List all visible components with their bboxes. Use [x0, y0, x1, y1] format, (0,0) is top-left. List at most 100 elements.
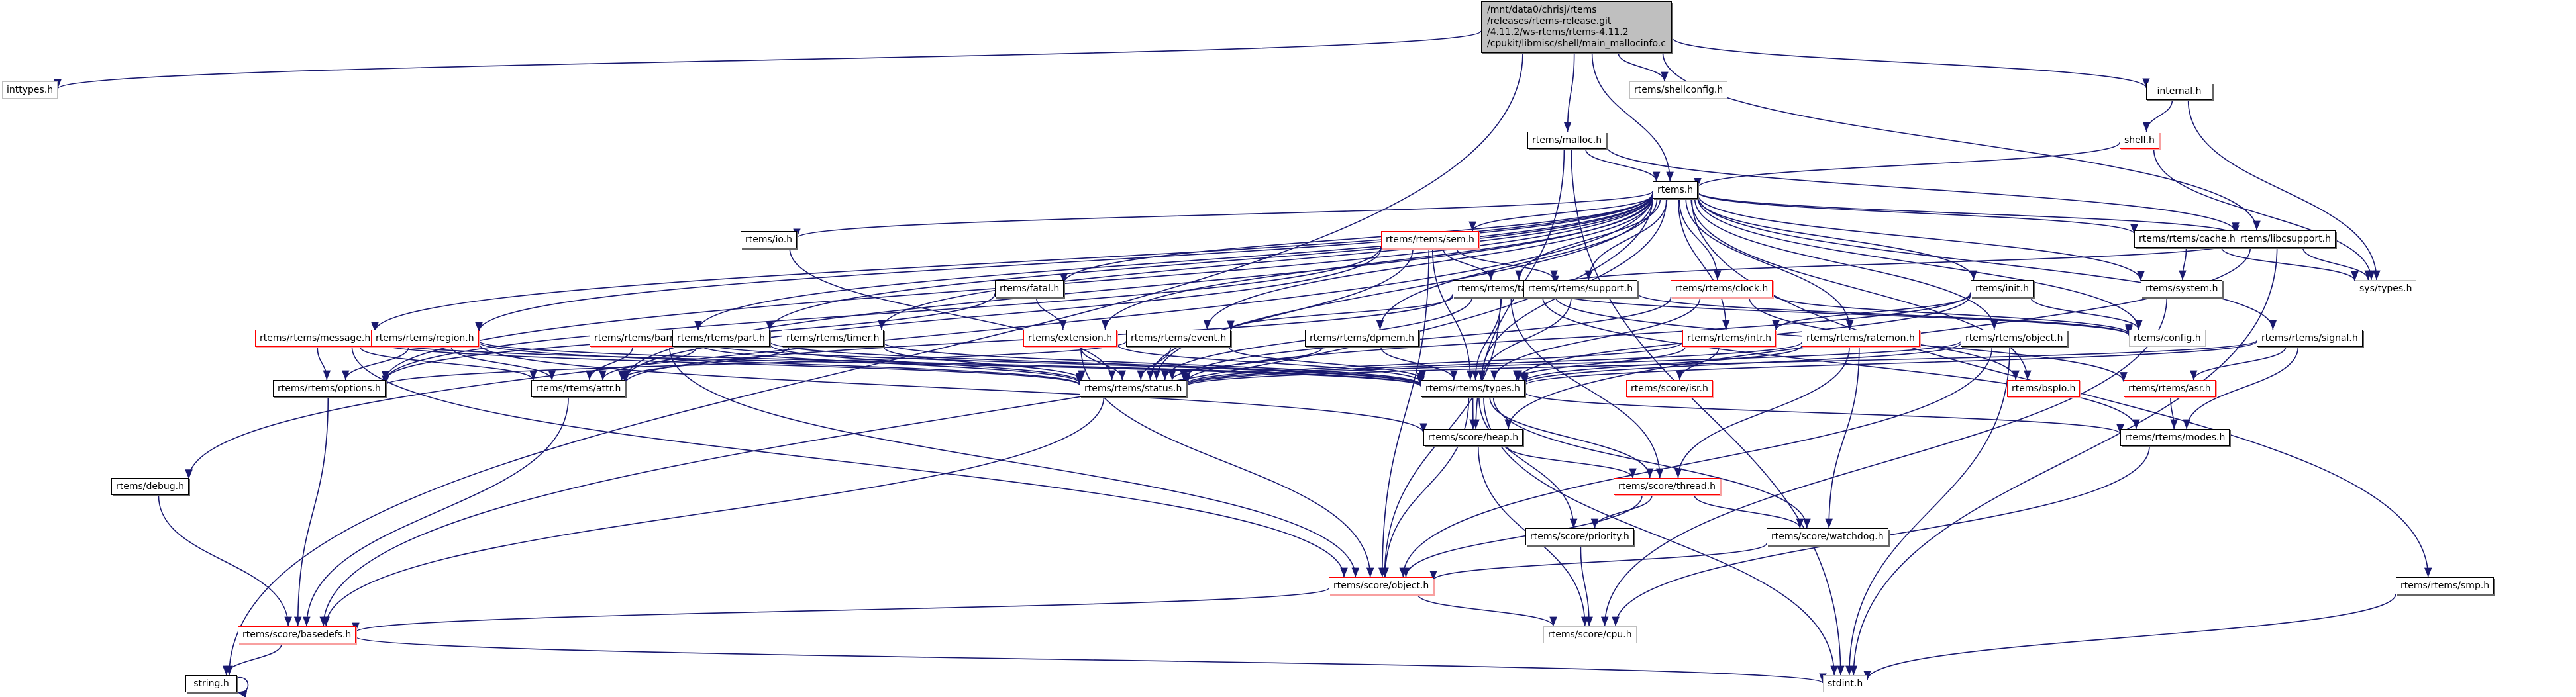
header-node-shell[interactable]: shell.h [2120, 132, 2159, 149]
header-node-intr[interactable]: rtems/rtems/intr.h [1682, 330, 1777, 347]
edge-thread-to-watchdog [1694, 494, 1804, 529]
header-node-cache[interactable]: rtems/rtems/cache.h [2134, 230, 2240, 248]
edge-thread-to-scoreobject [1402, 494, 1643, 578]
header-node-sem[interactable]: rtems/rtems/sem.h [1381, 231, 1479, 248]
header-node-internal[interactable]: internal.h [2146, 83, 2212, 100]
edge-ratemon-to-watchdog [1825, 346, 1860, 529]
edge-sem-to-scoreobject [1378, 248, 1429, 578]
header-node-label: rtems/rtems/modes.h [2125, 432, 2226, 443]
header-node-timer[interactable]: rtems/rtems/timer.h [782, 330, 884, 347]
header-node-string[interactable]: string.h [185, 675, 237, 692]
edge-barrier-to-scoreobject [668, 346, 1359, 578]
header-node-dpmem[interactable]: rtems/rtems/dpmem.h [1305, 330, 1419, 347]
header-node-message[interactable]: rtems/rtems/message.h [255, 330, 376, 347]
header-node-ratemon[interactable]: rtems/rtems/ratemon.h [1802, 330, 1920, 347]
edge-rtems-to-timer [878, 193, 1653, 330]
header-node-stdint[interactable]: stdint.h [1823, 675, 1868, 692]
edge-asr-to-modes [2170, 396, 2178, 430]
edge-debug-to-basedefs [158, 494, 292, 627]
header-node-label: rtems/score/isr.h [1631, 383, 1708, 394]
edge-priority-to-cpu [1580, 545, 1593, 627]
header-node-smp[interactable]: rtems/rtems/smp.h [2396, 577, 2495, 594]
edge-part-to-types [769, 341, 1425, 386]
header-node-label: rtems/rtems/intr.h [1687, 333, 1772, 344]
header-node-options[interactable]: rtems/rtems/options.h [273, 380, 386, 397]
header-node-io[interactable]: rtems/io.h [741, 231, 798, 248]
edge-internal-to-shell [2142, 99, 2173, 132]
edge-io-to-status [789, 248, 1116, 381]
header-node-event[interactable]: rtems/rtems/event.h [1126, 330, 1231, 347]
header-node-scoreobject[interactable]: rtems/score/object.h [1329, 577, 1434, 594]
header-node-status[interactable]: rtems/rtems/status.h [1080, 380, 1187, 397]
edge-rtems-to-init [1697, 197, 1978, 281]
edge-sem-to-support [1456, 248, 1558, 281]
header-node-label: rtems/score/basedefs.h [242, 629, 352, 640]
edge-malloc-to-stdint [1571, 148, 1845, 676]
edge-object-to-scoreobject [1399, 346, 1993, 578]
header-node-label: rtems/rtems/signal.h [2261, 333, 2358, 344]
edge-thread-to-priority [1590, 494, 1653, 529]
header-node-cpu[interactable]: rtems/score/cpu.h [1543, 626, 1637, 643]
header-node-extension[interactable]: rtems/extension.h [1023, 330, 1117, 347]
header-node-basedefs[interactable]: rtems/score/basedefs.h [238, 626, 356, 643]
header-node-asr[interactable]: rtems/rtems/asr.h [2124, 380, 2216, 397]
header-node-modes[interactable]: rtems/rtems/modes.h [2120, 429, 2230, 446]
header-node-label: rtems/rtems/message.h [260, 333, 371, 344]
header-node-label: rtems/rtems/part.h [677, 333, 766, 344]
edge-cache-to-systypes [2221, 247, 2359, 281]
header-node-label: rtems/score/object.h [1333, 581, 1429, 591]
header-node-init[interactable]: rtems/init.h [1971, 280, 2034, 297]
header-node-config[interactable]: rtems/config.h [2129, 330, 2206, 347]
edge-signal-to-types [1521, 341, 2257, 386]
header-node-isr[interactable]: rtems/score/isr.h [1626, 380, 1713, 397]
header-node-watchdog[interactable]: rtems/score/watchdog.h [1767, 528, 1888, 545]
header-node-debug[interactable]: rtems/debug.h [111, 478, 189, 495]
header-node-support[interactable]: rtems/rtems/support.h [1523, 280, 1638, 297]
header-node-signal[interactable]: rtems/rtems/signal.h [2257, 330, 2363, 347]
edge-region-to-options [342, 346, 409, 381]
header-node-priority[interactable]: rtems/score/priority.h [1525, 528, 1634, 545]
edge-event-to-types [1228, 346, 1427, 381]
edge-malloc-to-libcsupport [1606, 146, 2240, 232]
header-node-system[interactable]: rtems/system.h [2141, 280, 2223, 297]
header-node-inttypes[interactable]: inttypes.h [2, 81, 58, 99]
header-node-rtems[interactable]: rtems.h [1653, 181, 1698, 199]
header-node-label: rtems/bspIo.h [2012, 383, 2076, 394]
header-node-types[interactable]: rtems/rtems/types.h [1421, 380, 1525, 397]
header-node-label: rtems/extension.h [1028, 333, 1113, 344]
edge-basedefs-to-stdint [355, 636, 1826, 684]
header-node-attr[interactable]: rtems/rtems/attr.h [531, 380, 626, 397]
header-node-label: rtems/rtems/barrier.h [594, 333, 694, 344]
edge-timer-to-types [883, 342, 1425, 385]
edge-part-to-attr [599, 346, 697, 381]
header-node-heap[interactable]: rtems/score/heap.h [1423, 429, 1523, 446]
edge-timer-to-status [883, 346, 1086, 381]
edge-rtems-to-io [793, 191, 1653, 239]
header-node-thread[interactable]: rtems/score/thread.h [1614, 478, 1721, 495]
header-node-systypes[interactable]: sys/types.h [2355, 280, 2417, 297]
header-node-label: rtems/libcsupport.h [2240, 234, 2331, 244]
edge-sem-to-tasks [1442, 248, 1495, 281]
edge-root-to-shellconfig [1618, 52, 1669, 82]
header-node-region[interactable]: rtems/rtems/region.h [371, 330, 479, 347]
header-node-shellconfig[interactable]: rtems/shellconfig.h [1629, 81, 1728, 99]
header-node-label: rtems/init.h [1975, 283, 2029, 294]
header-node-fatal[interactable]: rtems/fatal.h [995, 280, 1064, 297]
header-node-label: rtems/rtems/support.h [1528, 283, 1633, 294]
header-node-clock[interactable]: rtems/rtems/clock.h [1671, 280, 1773, 297]
header-node-part[interactable]: rtems/rtems/part.h [672, 330, 770, 347]
header-node-label: rtems/score/watchdog.h [1771, 532, 1884, 542]
header-node-label: rtems/io.h [745, 234, 793, 245]
header-node-malloc[interactable]: rtems/malloc.h [1527, 132, 1607, 149]
header-node-bspio[interactable]: rtems/bspIo.h [2007, 380, 2081, 397]
edge-cache-to-system [2179, 247, 2187, 281]
header-node-object[interactable]: rtems/rtems/object.h [1961, 330, 2068, 347]
root-file-node[interactable]: /mnt/data0/chrisj/rtems /releases/rtems-… [1481, 1, 1672, 53]
edge-message-to-status [374, 341, 1084, 386]
edge-rtems-to-support [1584, 198, 1668, 281]
header-node-label: shell.h [2124, 135, 2155, 146]
header-node-libcsupport[interactable]: rtems/libcsupport.h [2236, 230, 2336, 248]
edge-region-to-attr [450, 346, 556, 381]
